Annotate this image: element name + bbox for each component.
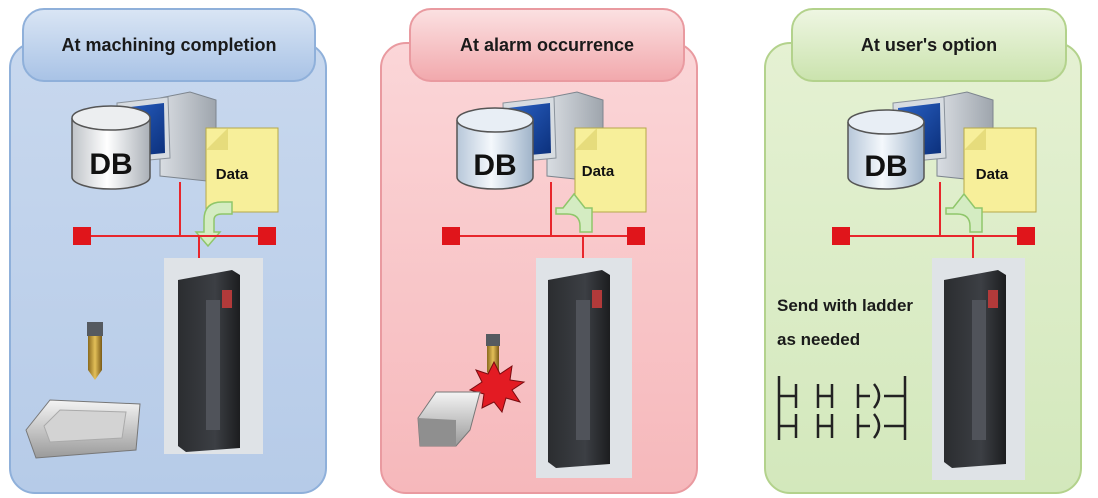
upload-arrow-icon <box>945 192 983 233</box>
ladder-note-line2: as needed <box>777 330 861 349</box>
data-label: Data <box>976 166 1009 183</box>
panel-title-tab <box>22 8 316 82</box>
servo-drive-unit <box>536 258 632 478</box>
database-icon: DB <box>847 109 925 190</box>
collision-alarm-icon <box>468 360 526 414</box>
ladder-note-line1: Send with ladder <box>777 296 914 315</box>
database-icon: DB <box>456 107 534 190</box>
servo-drive-unit <box>164 258 263 454</box>
db-label: DB <box>864 150 907 183</box>
panel2-graphics: DB Data <box>417 91 647 478</box>
network-node <box>627 227 645 245</box>
network-node <box>258 227 276 245</box>
ladder-logic-icon <box>777 376 907 440</box>
data-label: Data <box>582 163 615 180</box>
panel3-graphics: DB Data <box>777 91 1037 480</box>
upload-arrow-icon <box>555 192 593 233</box>
db-label: DB <box>89 148 132 181</box>
data-label: Data <box>216 166 249 183</box>
data-document-icon: Data <box>205 127 279 213</box>
drill-bit-icon <box>87 322 103 380</box>
servo-drive-unit <box>932 258 1025 480</box>
upload-arrow-icon <box>194 201 233 248</box>
network-node <box>1017 227 1035 245</box>
network-node <box>832 227 850 245</box>
workpiece-icon <box>417 391 481 447</box>
panel-title-tab <box>791 8 1067 82</box>
panel-title: At user's option <box>860 35 998 55</box>
panel-title: At alarm occurrence <box>459 35 635 55</box>
panel1-graphics: DB Data <box>25 91 279 459</box>
panel-title: At machining completion <box>61 35 277 55</box>
data-document-icon: Data <box>963 127 1037 213</box>
data-document-icon: Data <box>574 127 647 213</box>
network-node <box>73 227 91 245</box>
workpiece-icon <box>25 399 141 459</box>
db-label: DB <box>473 149 516 182</box>
network-node <box>442 227 460 245</box>
database-icon: DB <box>71 105 151 190</box>
panel-title-tab <box>409 8 685 82</box>
